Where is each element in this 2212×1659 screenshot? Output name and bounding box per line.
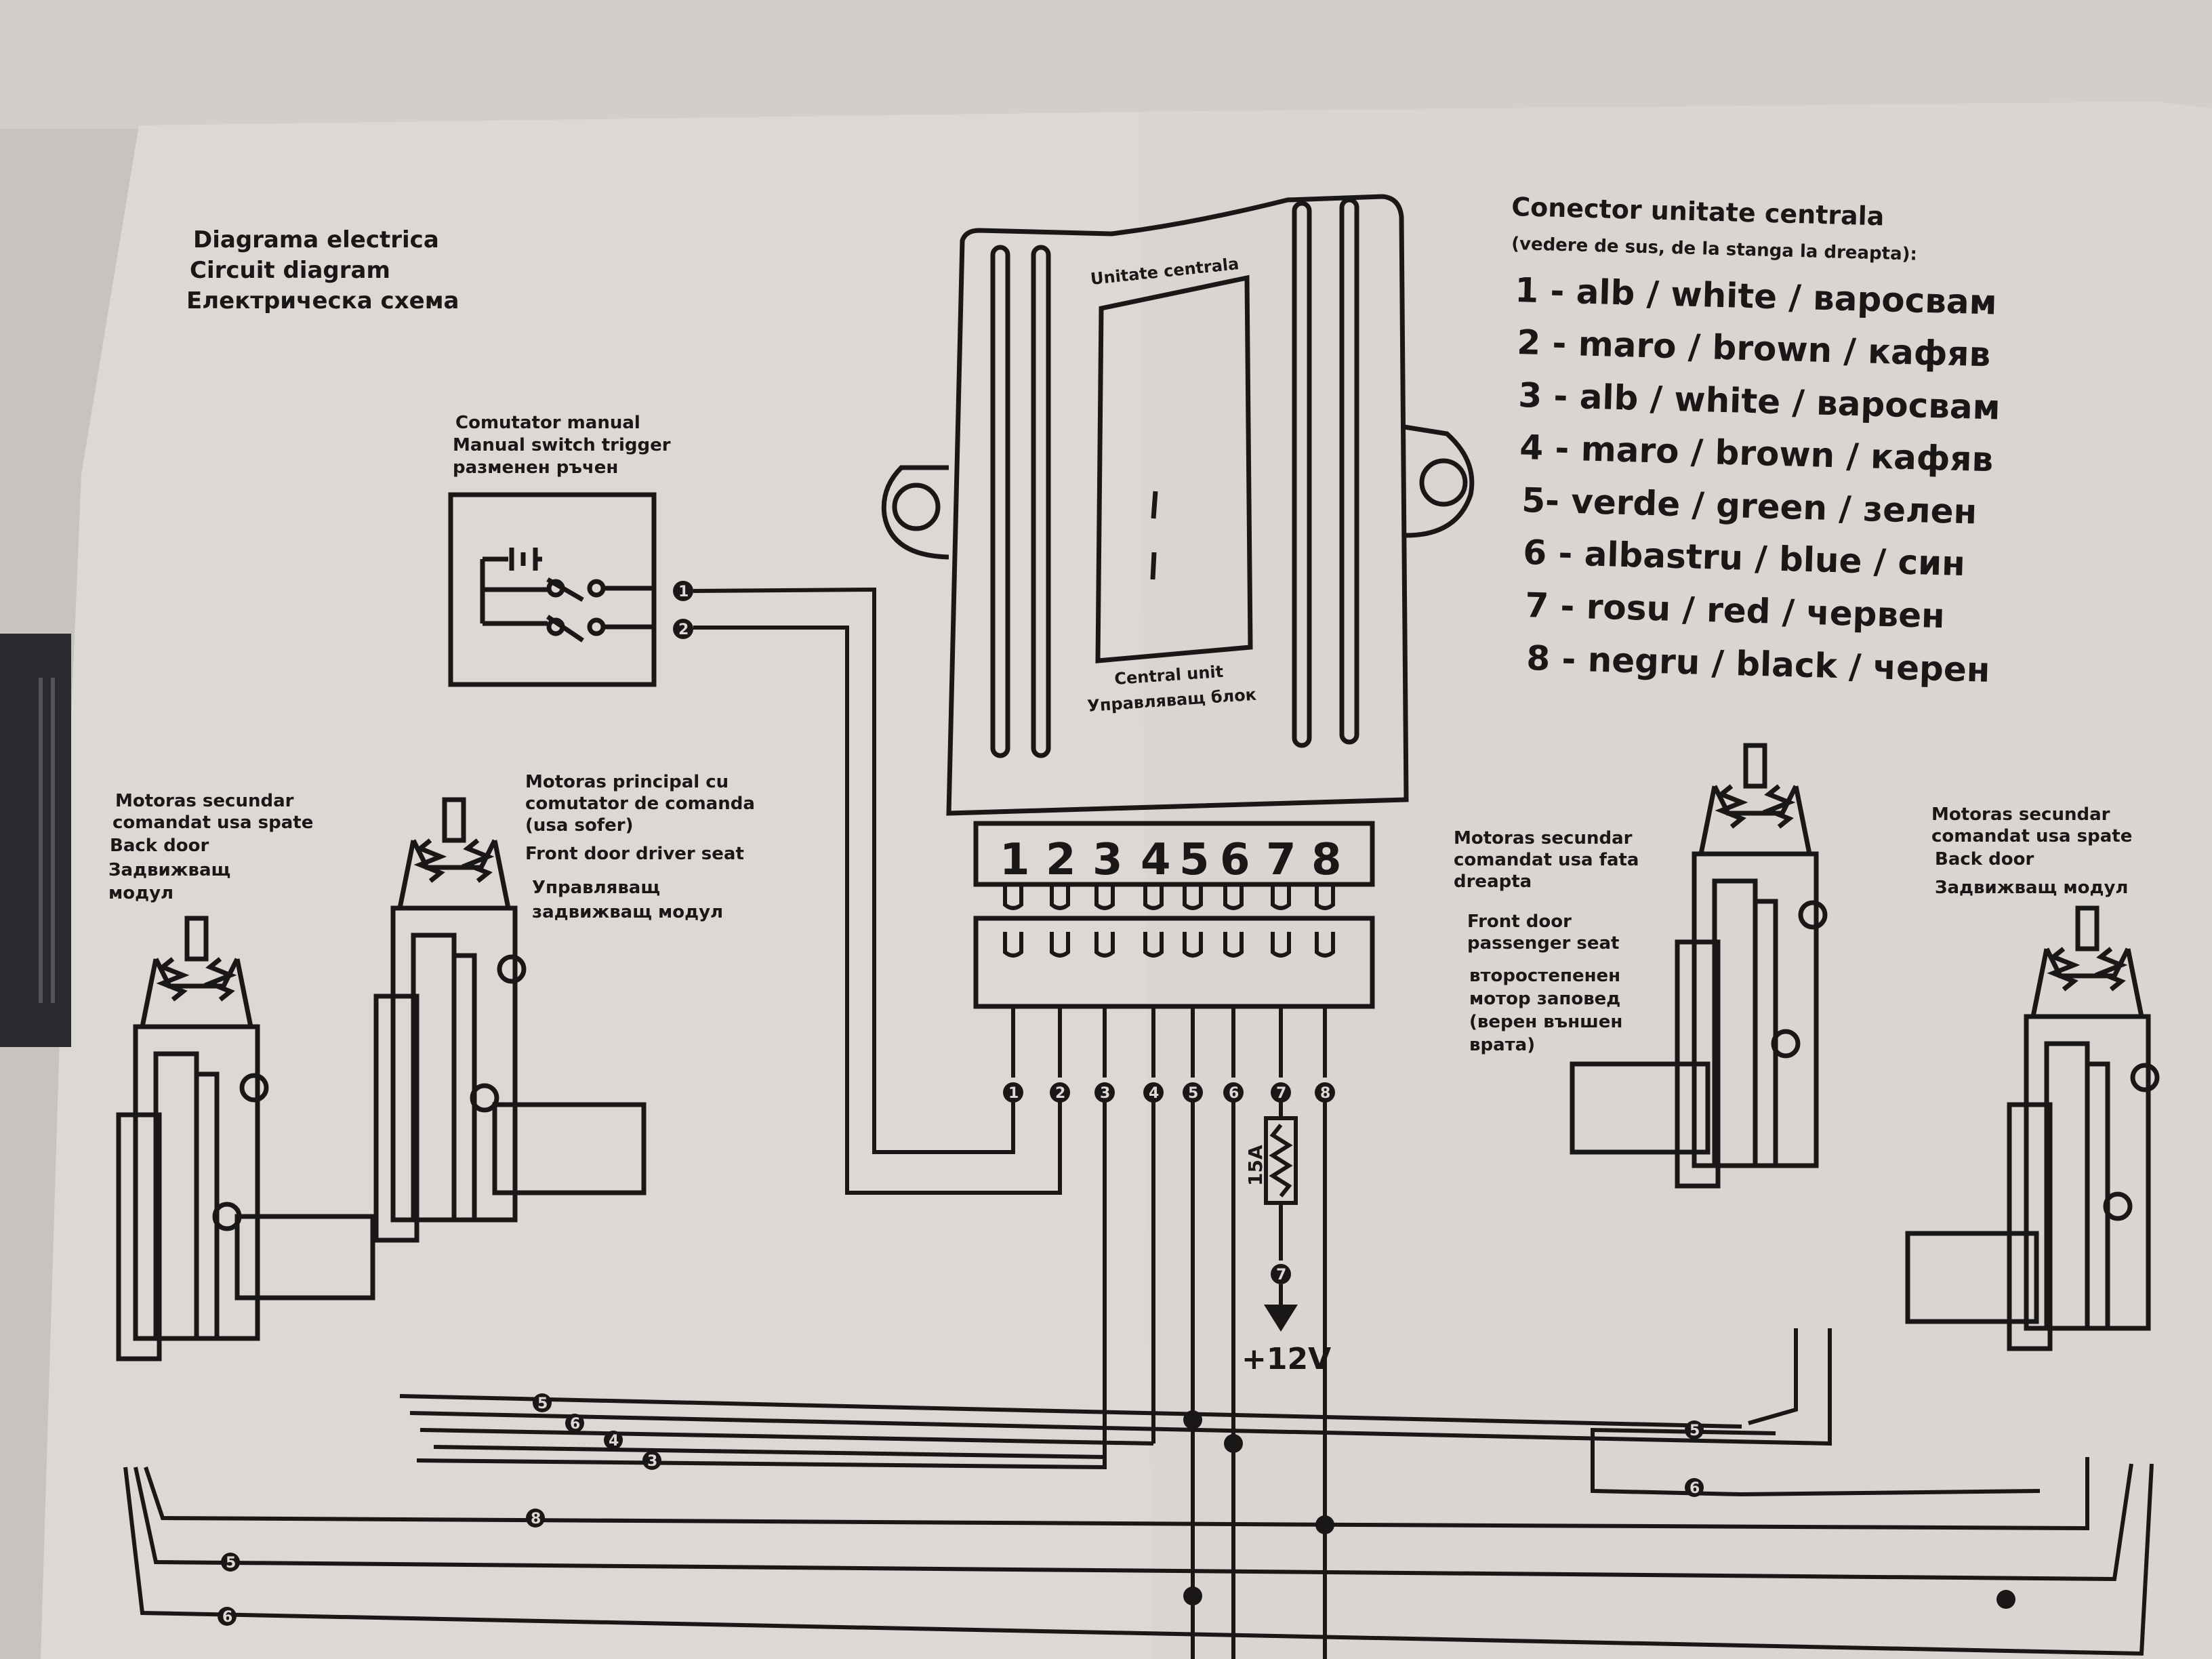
wire-terminals: 1 2 3 4 5 6 7 8 xyxy=(1003,1082,1335,1103)
bus-label-6b: 6 xyxy=(1689,1480,1700,1497)
paper-shade xyxy=(1139,102,2212,1659)
bus-label-8: 8 xyxy=(531,1511,541,1528)
pin-number-3: 3 xyxy=(1092,835,1123,885)
pin-number-1: 1 xyxy=(1000,835,1030,885)
title-line-ro: Diagrama electrica xyxy=(193,226,439,253)
supply-arrow-icon xyxy=(1264,1305,1298,1332)
title-line-bg: Електрическа схема xyxy=(186,287,459,314)
supply-voltage: +12V xyxy=(1242,1342,1331,1376)
title-line-en: Circuit diagram xyxy=(190,257,390,284)
pin-number-7: 7 xyxy=(1266,835,1296,885)
bus-label-driver-6: 6 xyxy=(570,1416,580,1433)
label-front-driver: Motoras principal cu comutator de comand… xyxy=(525,772,755,922)
motor-front-passenger xyxy=(1570,745,1825,1186)
pin-number-6: 6 xyxy=(1220,835,1250,885)
front-passenger-line-8: (верен външен xyxy=(1469,1012,1622,1032)
front-driver-line-2: comutator de comanda xyxy=(525,794,755,814)
bus-label-driver-3: 3 xyxy=(647,1453,657,1470)
wire-terminal-5: 5 xyxy=(1188,1085,1198,1102)
switch-label-en: Manual switch trigger xyxy=(453,435,671,455)
wiring xyxy=(123,587,2154,1659)
back-left-line-2: comandat usa spate xyxy=(112,813,313,833)
bus-label-5b: 5 xyxy=(1689,1422,1700,1439)
fuse-terminal-label: 7 xyxy=(1276,1267,1286,1284)
front-passenger-line-2: comandat usa fata xyxy=(1454,850,1639,870)
fuse xyxy=(1264,1116,1298,1205)
back-right-line-2: comandat usa spate xyxy=(1931,826,2132,846)
motor-back-left xyxy=(119,918,375,1359)
pin-number-5: 5 xyxy=(1179,835,1210,885)
wire-terminal-1: 1 xyxy=(1008,1085,1019,1102)
bus-terminals: 5 6 4 3 8 5 6 5 6 xyxy=(218,1393,2015,1626)
switch-terminals: 1 2 xyxy=(673,581,693,639)
manual-switch-label: Comutator manual Manual switch trigger р… xyxy=(453,413,671,478)
back-left-line-3: Back door xyxy=(110,836,209,856)
wire-terminal-8: 8 xyxy=(1320,1085,1330,1102)
wire-terminal-3: 3 xyxy=(1100,1085,1110,1102)
pin-number-4: 4 xyxy=(1141,835,1171,885)
back-left-line-4: Задвижващ xyxy=(108,860,230,880)
unit-connector xyxy=(973,821,1375,1009)
connector-pins xyxy=(1003,884,1335,958)
label-back-right: Motoras secundar comandat usa spate Back… xyxy=(1931,804,2132,898)
switch-terminal-2: 2 xyxy=(678,621,689,638)
front-driver-line-1: Motoras principal cu xyxy=(525,772,729,792)
back-left-line-5: модул xyxy=(108,883,173,903)
back-left-line-1: Motoras secundar xyxy=(115,791,294,811)
back-right-line-3: Back door xyxy=(1935,849,2034,869)
front-passenger-line-6: второстепенен xyxy=(1469,966,1620,986)
connector-object xyxy=(0,634,71,1047)
switch-label-bg: разменен ръчен xyxy=(453,457,618,478)
front-passenger-line-7: мотор заповед xyxy=(1469,989,1620,1009)
switch-label-ro: Comutator manual xyxy=(455,413,640,433)
bus-label-driver-5: 5 xyxy=(537,1395,548,1412)
fuse-rating: 15A xyxy=(1244,1145,1267,1186)
manual-switch xyxy=(448,492,657,687)
front-driver-line-5: Управляващ xyxy=(532,878,660,898)
pin-number-8: 8 xyxy=(1311,835,1342,885)
wire-terminal-2: 2 xyxy=(1055,1085,1065,1102)
front-driver-line-6: задвижващ модул xyxy=(532,902,723,922)
back-right-line-4: Задвижващ модул xyxy=(1935,878,2128,898)
motor-front-driver xyxy=(376,800,647,1240)
label-back-left: Motoras secundar comandat usa spate Back… xyxy=(108,791,313,903)
front-driver-line-3: (usa sofer) xyxy=(525,815,633,836)
front-passenger-line-4: Front door xyxy=(1467,912,1572,932)
switch-terminal-1: 1 xyxy=(678,583,689,600)
front-passenger-line-1: Motoras secundar xyxy=(1454,828,1633,848)
pin-number-2: 2 xyxy=(1046,835,1076,885)
front-passenger-line-9: врата) xyxy=(1469,1035,1535,1055)
fuse-terminal xyxy=(1271,1264,1291,1284)
bus-label-6: 6 xyxy=(222,1609,232,1626)
bus-label-driver-4: 4 xyxy=(609,1433,619,1450)
diagram-title: Diagrama electrica Circuit diagram Елект… xyxy=(186,226,459,314)
front-passenger-line-5: passenger seat xyxy=(1467,933,1619,954)
back-right-line-1: Motoras secundar xyxy=(1931,804,2110,825)
label-front-passenger: Motoras secundar comandat usa fata dreap… xyxy=(1454,828,1639,1055)
wire-terminal-7: 7 xyxy=(1276,1085,1286,1102)
bus-label-5: 5 xyxy=(226,1555,236,1572)
front-passenger-line-3: dreapta xyxy=(1454,872,1532,892)
wire-terminal-6: 6 xyxy=(1229,1085,1239,1102)
connector-pin-numbers: 1 2 3 4 5 6 7 8 xyxy=(1000,835,1342,885)
wire-terminal-4: 4 xyxy=(1149,1085,1159,1102)
motor-back-right xyxy=(1905,908,2157,1349)
front-driver-line-4: Front door driver seat xyxy=(525,844,744,864)
central-unit xyxy=(881,194,1475,816)
